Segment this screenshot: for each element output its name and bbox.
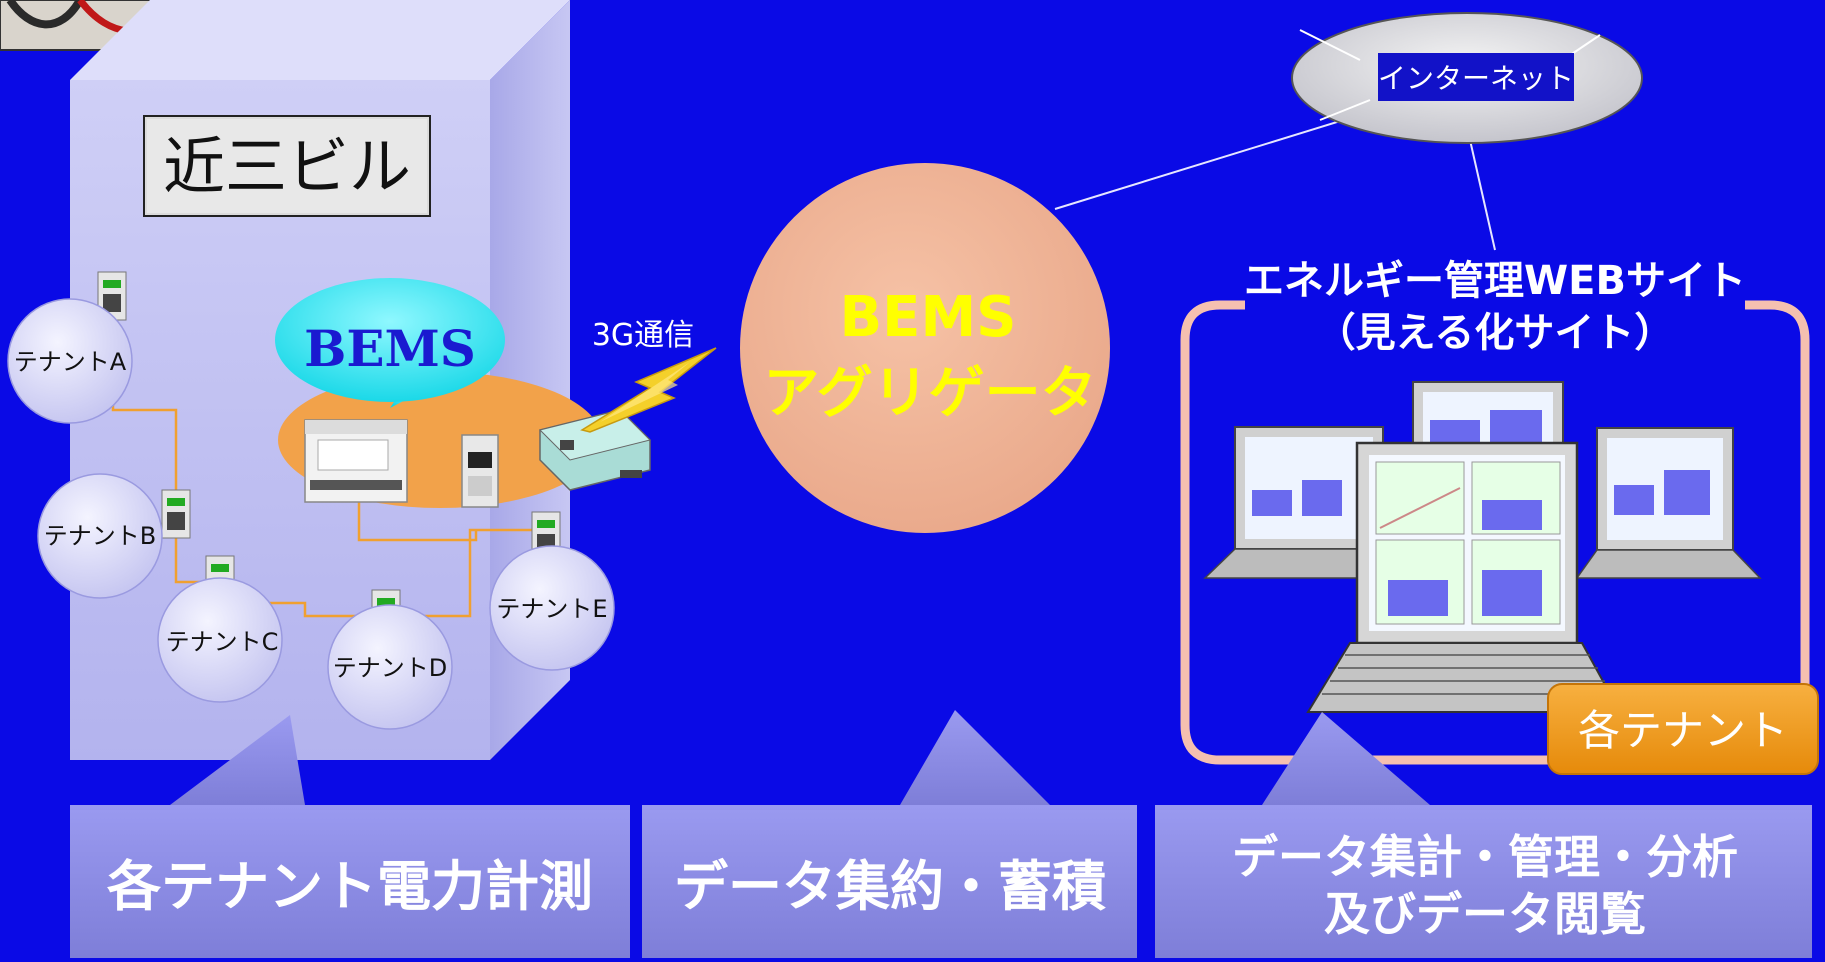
callout-analyze: データ集計・管理・分析 及びデータ閲覧 [1155, 712, 1812, 958]
aggregator-line1: BEMS [840, 285, 1017, 350]
tenant-a: テナントA [7, 298, 133, 424]
website-title: エネルギー管理WEBサイト [1244, 258, 1746, 304]
tenant-c: テナントC [157, 577, 283, 703]
controller-device [461, 434, 499, 508]
building-name-box: 近三ビル [143, 115, 431, 217]
tenant-d: テナントD [327, 604, 453, 730]
lightning-icon [580, 347, 717, 433]
callout-analyze-line2: 及びデータ閲覧 [1324, 887, 1646, 941]
aggregator: BEMS アグリゲータ [740, 163, 1110, 533]
tenant-c-label: テナントC [166, 628, 279, 656]
meter-b [161, 489, 191, 539]
building-name: 近三ビル [163, 130, 411, 203]
website-frame: エネルギー管理WEBサイト （見える化サイト） [1180, 258, 1810, 765]
tenant-badge-label: 各テナント [1578, 706, 1788, 755]
callout-measure-text: 各テナント電力計測 [107, 855, 593, 918]
internet-cloud: インターネット [1291, 12, 1643, 144]
tenant-a-label: テナントA [14, 348, 127, 376]
internet-label: インターネット [1378, 62, 1574, 95]
callout-measure: 各テナント電力計測 [70, 715, 630, 958]
laptop-back-right [1575, 427, 1762, 579]
router-3g-device [539, 409, 651, 491]
tenant-b: テナントB [37, 473, 163, 599]
bems-hub [278, 372, 651, 508]
tenant-e-label: テナントE [496, 595, 607, 623]
tenant-b-label: テナントB [44, 522, 156, 550]
callout-aggregate-text: データ集約・蓄積 [674, 855, 1106, 918]
callout-analyze-line1: データ集計・管理・分析 [1232, 830, 1738, 884]
bems-label: BEMS [304, 319, 476, 378]
laptop-front [1306, 441, 1622, 713]
plc-device [304, 419, 408, 503]
callout-aggregate: データ集約・蓄積 [642, 710, 1137, 958]
aggregator-line2: アグリゲータ [763, 361, 1096, 426]
internet-links [1054, 117, 1496, 251]
tenant-e: テナントE [489, 545, 615, 671]
website-subtitle: （見える化サイト） [1316, 310, 1675, 356]
tenant-badge: 各テナント [1547, 683, 1819, 775]
comm-label: 3G通信 [592, 318, 694, 353]
tenant-d-label: テナントD [333, 654, 447, 682]
bems-bubble: BEMS [275, 278, 505, 408]
